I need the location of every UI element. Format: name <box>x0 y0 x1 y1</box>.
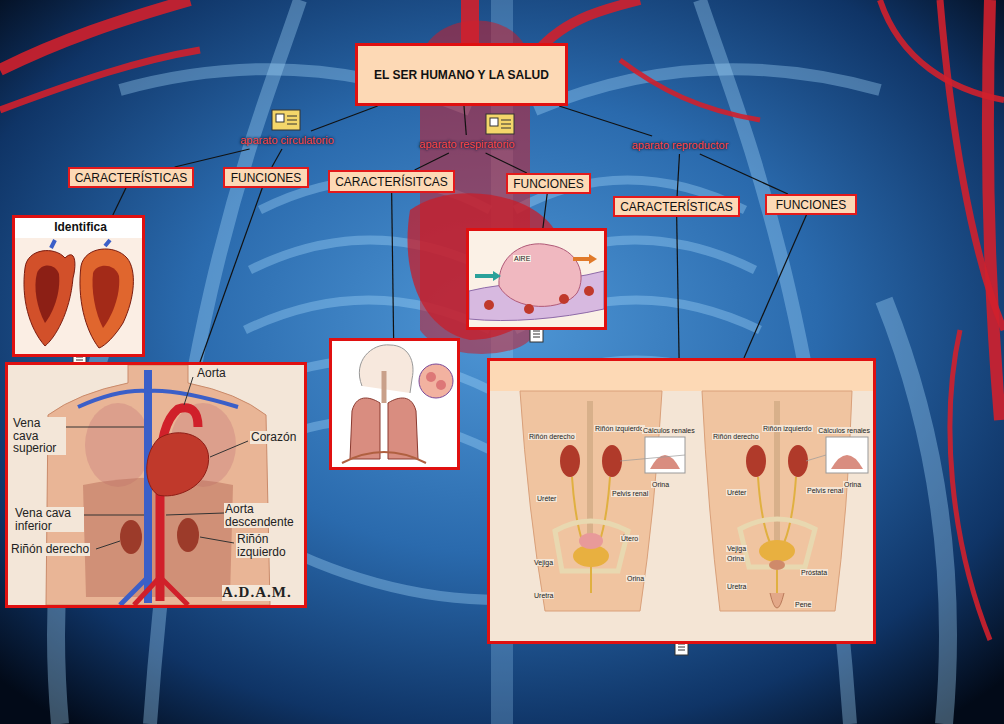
part-label: Riñón izquierdo <box>236 533 302 558</box>
concept-box: FUNCIONES <box>765 194 857 215</box>
part-label: Riñón derecho <box>528 433 576 440</box>
illustration <box>8 365 304 605</box>
concept-label: FUNCIONES <box>776 198 847 212</box>
connector <box>486 153 527 173</box>
connector <box>392 193 394 338</box>
part-label: Vejiga <box>533 559 554 566</box>
linking-phrase: aparato circulatorio <box>237 133 337 147</box>
part-label: Aorta <box>196 367 227 380</box>
part-label: Pelvis renal <box>806 487 844 494</box>
concept-label: FUNCIONES <box>231 171 302 185</box>
concept-box: FUNCIONES <box>506 173 591 194</box>
part-label: Uretra <box>533 592 554 599</box>
connector <box>200 188 262 362</box>
concept-label: CARACTERÍSITCAS <box>335 175 448 189</box>
part-label: Pelvis renal <box>611 490 649 497</box>
connector <box>700 154 788 194</box>
image-heading: Identifica <box>17 221 144 234</box>
part-label: Orina <box>726 555 745 562</box>
part-label: Próstata <box>800 569 828 576</box>
linking-phrase: aparato respiratorio <box>419 138 514 150</box>
part-label: Corazón <box>250 431 297 444</box>
linking-phrase: aparato reproductor <box>629 138 732 152</box>
central-concept: EL SER HUMANO Y LA SALUD <box>355 43 568 106</box>
respiratory-image <box>329 338 460 470</box>
connector <box>415 153 449 170</box>
illustration <box>332 341 457 467</box>
connector <box>311 106 378 131</box>
concept-box: CARACTERÍSITCAS <box>328 170 455 193</box>
part-label: Aorta descendente <box>224 503 302 528</box>
connector <box>543 194 547 228</box>
heart-image: Identifica <box>12 215 145 357</box>
part-label: Vena cava superior <box>12 417 66 455</box>
part-label: Orina <box>651 481 670 488</box>
concept-box: FUNCIONES <box>223 167 309 188</box>
illustration <box>15 218 142 354</box>
connector <box>272 149 282 167</box>
concept-label: CARACTERÍSTICAS <box>75 171 188 185</box>
part-label: Pene <box>794 601 812 608</box>
part-label: Cálculos renales <box>817 427 871 434</box>
linking-phrase: aparato reproductor <box>632 139 729 151</box>
linking-phrase: aparato respiratorio <box>416 137 517 151</box>
part-label: Vejiga <box>726 545 747 552</box>
part-label: Uréter <box>726 489 747 496</box>
connector <box>677 217 679 358</box>
connector <box>175 149 250 167</box>
part-label: Riñón izquierdo <box>762 425 813 432</box>
connector <box>113 188 126 215</box>
alveolus-image: AIRE <box>466 228 607 330</box>
concept-label: EL SER HUMANO Y LA SALUD <box>374 68 549 82</box>
part-label: Útero <box>620 535 639 542</box>
connector <box>464 106 466 135</box>
urogenital-image: Riñón derechoRiñón izquierdoCálculos ren… <box>487 358 876 644</box>
part-label: AIRE <box>513 255 531 262</box>
connector <box>744 215 806 358</box>
part-label: Vena cava inferior <box>14 507 84 532</box>
connector <box>559 106 652 136</box>
watermark: A.D.A.M. <box>222 585 292 601</box>
part-label: Riñón derecho <box>10 543 90 556</box>
part-label: Riñón izquierdo <box>594 425 645 432</box>
concept-label: CARACTERÍSTICAS <box>620 200 733 214</box>
part-label: Uretra <box>726 583 747 590</box>
part-label: Orina <box>626 575 645 582</box>
part-label: Cálculos renales <box>642 427 696 434</box>
part-label: Orina <box>843 481 862 488</box>
part-label: Uréter <box>536 495 557 502</box>
concept-box: CARACTERÍSTICAS <box>613 196 740 217</box>
linking-phrase: aparato circulatorio <box>240 134 334 146</box>
illustration <box>469 231 604 327</box>
concept-box: CARACTERÍSTICAS <box>68 167 195 188</box>
concept-label: FUNCIONES <box>513 177 584 191</box>
connector <box>677 154 679 196</box>
circulatory-image: AortaVena cava superior CorazónVena cava … <box>5 362 307 608</box>
part-label: Riñón derecho <box>712 433 760 440</box>
